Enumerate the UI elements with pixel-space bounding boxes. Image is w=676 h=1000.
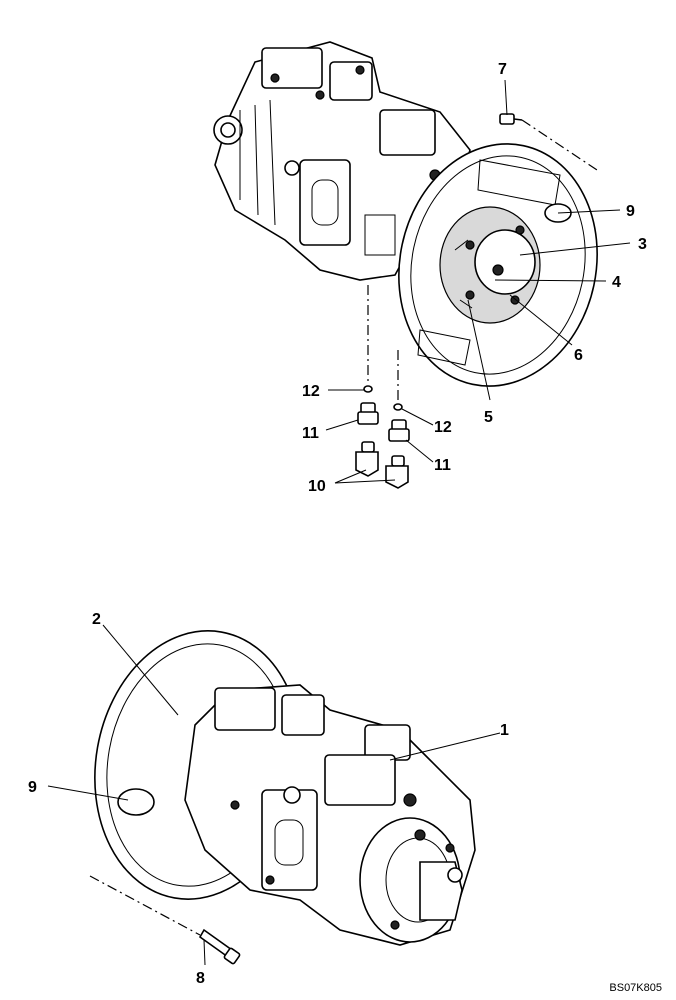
bolt-7 <box>499 113 523 125</box>
connector-11-right <box>388 419 410 442</box>
callout-4: 4 <box>612 274 621 291</box>
callout-9-top: 9 <box>626 203 635 220</box>
o-ring-12-right <box>393 403 403 411</box>
drawing-reference-code: BS07K805 <box>609 982 662 994</box>
callout-1: 1 <box>500 722 509 739</box>
callout-2: 2 <box>92 611 101 628</box>
leader-lines <box>47 79 631 966</box>
callout-labels: 7 9 3 4 6 5 12 12 11 11 10 2 1 9 8 <box>28 61 647 987</box>
callout-7: 7 <box>498 61 507 78</box>
callout-11-right: 11 <box>434 457 451 474</box>
callout-5: 5 <box>484 409 493 426</box>
callout-6: 6 <box>574 347 583 364</box>
bottom-pump-assembly <box>89 630 476 965</box>
elbow-10-left <box>355 441 379 477</box>
bolt-8 <box>198 928 241 965</box>
o-ring-12-left <box>363 385 373 393</box>
callout-11-left: 11 <box>302 425 319 442</box>
callout-3: 3 <box>638 236 647 253</box>
coupling-element <box>439 206 541 324</box>
callout-8: 8 <box>196 970 205 987</box>
connector-11-left <box>357 402 379 425</box>
top-pump-assembly <box>213 41 601 489</box>
callout-9-bottom: 9 <box>28 779 37 796</box>
callout-12-left: 12 <box>302 383 320 400</box>
callout-10: 10 <box>308 478 326 495</box>
callout-12-right: 12 <box>434 419 452 436</box>
elbow-10-right <box>385 455 409 489</box>
